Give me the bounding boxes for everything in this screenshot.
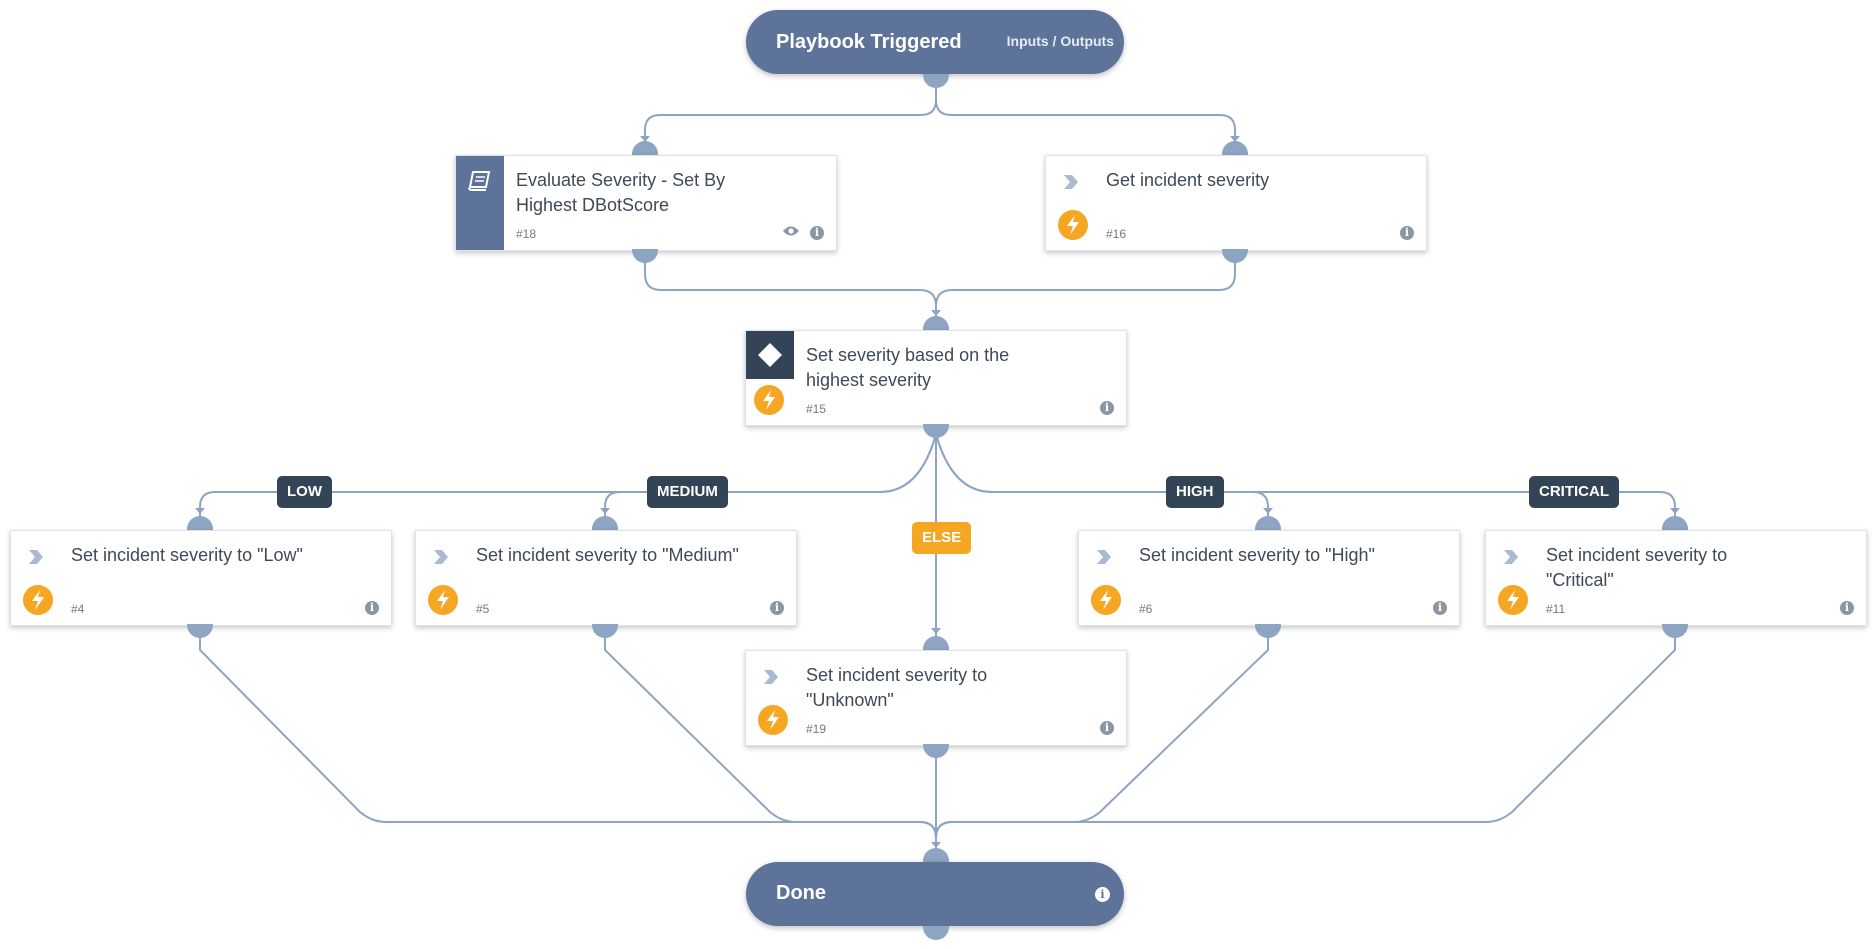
task-19-title: Set incident severity to "Unknown" [806,665,988,710]
task-4-number: #4 [71,602,85,616]
task-18-input-port[interactable] [632,141,658,155]
task-16-input-port[interactable] [1222,141,1248,155]
condition-sidebar [746,331,794,379]
lightning-icon [1498,585,1528,615]
task-5-input-port[interactable] [592,516,618,530]
task-19-output-port[interactable] [923,744,949,758]
task-5-number: #5 [476,602,490,616]
task-4-title: Set incident severity to "Low" [71,545,303,565]
branch-label-else[interactable]: ELSE [912,522,972,554]
task-6-node[interactable]: Set incident severity to "High" #6 i [1078,530,1460,626]
lightning-icon [754,385,784,415]
task-15-condition-node[interactable]: Set severity based on the highest severi… [745,330,1127,426]
info-icon[interactable]: i [1095,887,1110,902]
branch-label-critical[interactable]: CRITICAL [1529,476,1619,508]
branch-label-high[interactable]: HIGH [1166,476,1224,508]
task-15-output-port[interactable] [923,424,949,438]
task-6-input-port[interactable] [1255,516,1281,530]
task-15-number: #15 [806,402,827,416]
done-input-port[interactable] [923,848,949,862]
playbook-triggered-node[interactable]: Playbook Triggered Inputs / Outputs [746,10,1124,74]
task-16-output-port[interactable] [1222,249,1248,263]
info-icon[interactable]: i [1400,226,1414,240]
playbook-sidebar [456,156,504,250]
done-node[interactable]: Done i [746,862,1124,926]
task-19-number: #19 [806,722,827,736]
branch-label-low[interactable]: LOW [277,476,332,508]
task-11-output-port[interactable] [1662,624,1688,638]
done-title: Done [776,882,826,904]
lightning-icon [1091,585,1121,615]
task-18-title: Evaluate Severity - Set By Highest DBotS… [516,170,726,215]
task-6-output-port[interactable] [1255,624,1281,638]
task-18-node[interactable]: Evaluate Severity - Set By Highest DBotS… [455,155,837,251]
eye-icon[interactable] [782,225,800,239]
task-15-title: Set severity based on the highest severi… [806,345,1010,390]
task-4-output-port[interactable] [187,624,213,638]
task-19-input-port[interactable] [923,636,949,650]
lightning-icon [428,585,458,615]
task-4-input-port[interactable] [187,516,213,530]
task-16-number: #16 [1106,227,1127,241]
task-11-node[interactable]: Set incident severity to "Critical" #11 … [1485,530,1867,626]
task-16-title: Get incident severity [1106,170,1270,190]
info-icon[interactable]: i [1100,721,1114,735]
task-11-title: Set incident severity to "Critical" [1546,545,1728,590]
task-6-title: Set incident severity to "High" [1139,545,1375,565]
start-title: Playbook Triggered [776,31,962,53]
start-output-port[interactable] [923,74,949,88]
inputs-outputs-link[interactable]: Inputs / Outputs [1006,33,1114,49]
lightning-icon [758,705,788,735]
info-icon[interactable]: i [365,601,379,615]
task-4-node[interactable]: Set incident severity to "Low" #4 i [10,530,392,626]
info-icon[interactable]: i [1840,601,1854,615]
task-19-node[interactable]: Set incident severity to "Unknown" #19 i [745,650,1127,746]
lightning-icon [23,585,53,615]
task-5-title: Set incident severity to "Medium" [476,545,739,565]
task-11-number: #11 [1546,602,1566,616]
info-icon[interactable]: i [1100,401,1114,415]
task-5-output-port[interactable] [592,624,618,638]
info-icon[interactable]: i [1433,601,1447,615]
done-output-port[interactable] [923,926,949,940]
book-icon [468,171,491,191]
task-16-node[interactable]: Get incident severity #16 i [1045,155,1427,251]
task-6-number: #6 [1139,602,1153,616]
task-18-output-port[interactable] [632,249,658,263]
info-icon[interactable]: i [770,601,784,615]
diamond-icon [758,343,782,367]
lightning-icon [1058,210,1088,240]
task-5-node[interactable]: Set incident severity to "Medium" #5 i [415,530,797,626]
task-11-input-port[interactable] [1662,516,1688,530]
task-15-input-port[interactable] [923,316,949,330]
task-18-number: #18 [516,227,537,241]
branch-label-medium[interactable]: MEDIUM [647,476,728,508]
info-icon[interactable]: i [810,226,824,240]
